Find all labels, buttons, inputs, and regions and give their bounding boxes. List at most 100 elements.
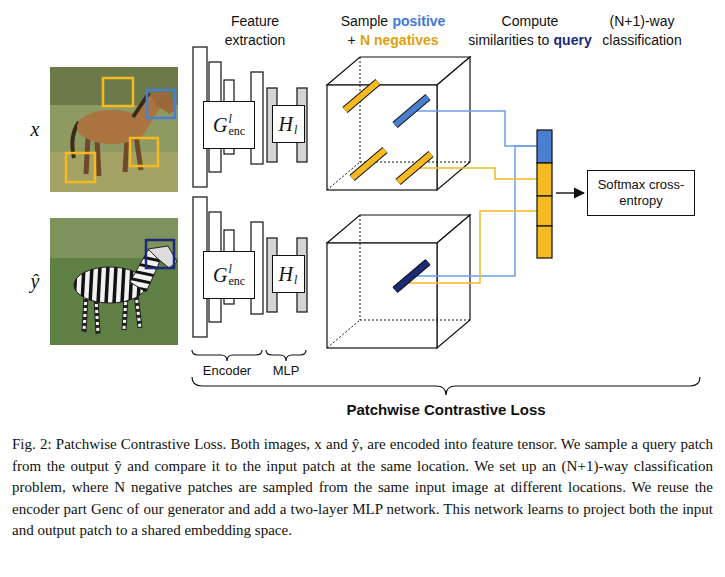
patch-rod [352,150,385,178]
box-text: Softmax cross-entropy [593,177,689,209]
part-name: Encoder [203,363,251,379]
zebra-photo [96,298,98,334]
column-heading: + [347,31,355,50]
zebra-photo [50,218,178,345]
horse-photo [66,153,95,182]
label-row: similarities toquery [460,31,600,50]
column-heading: Feature extraction [209,12,301,50]
index-stack: lenc [228,113,245,137]
similarity-wire [411,111,537,146]
zebra-photo [82,266,84,304]
feature-tensor [327,57,470,348]
label-row: (N+1)-way classification [587,12,697,50]
zebra-photo [74,266,140,304]
hidden-edges [360,215,361,320]
patch-rod [395,97,428,125]
zebra-photo [96,298,98,334]
label-row: MLP [266,363,306,379]
subscript: enc [228,275,245,287]
subscript: l [294,123,297,138]
logit-vector [537,130,552,258]
subscript: enc [228,125,245,137]
zebra-photo [128,270,166,278]
mlp-box: Hl [272,255,305,293]
zebra-photo [74,266,76,304]
zebra-photo [114,266,116,304]
horse-photo [50,67,178,192]
logit-vector [537,226,552,258]
column-heading: (N+1)-way classification [587,12,697,50]
patch-rod [398,154,431,182]
hidden-edges [360,57,361,162]
patch-rod [352,150,385,178]
zebra-photo [148,246,177,268]
label-row: Compute [460,12,600,31]
zebra-photo [98,266,100,304]
mlp-box: Hl [272,105,305,143]
feature-tensor [437,57,470,190]
label-row: + N negatives [318,31,468,50]
horse-photo [86,138,88,174]
patch-rod [345,82,431,290]
patch-rod [345,82,378,110]
label-row: Encoder [192,363,262,379]
zebra-photo [128,278,166,286]
feature-tensor [327,85,437,190]
logit-vector [537,196,552,226]
zebra-photo [84,296,86,332]
zebra-photo [136,294,140,328]
brace [192,377,700,395]
label-row: x [20,118,50,140]
label-row: Samplepositive [318,12,468,31]
column-heading: Compute [502,12,559,31]
symbol: H [279,263,293,285]
brace [266,350,306,361]
index-stack: lenc [228,263,245,287]
logit-vector [537,130,552,163]
hidden-edges [360,320,470,321]
horse-photo [125,138,127,172]
image-label: ŷ [31,270,40,292]
similarity-wire [405,111,537,283]
horse-photo [103,78,133,106]
logit-vector [537,163,552,196]
mlp-bars [267,88,307,312]
zebra-photo [122,266,124,304]
subscript: l [294,273,297,288]
horse-photo [147,90,175,118]
horse-photo [50,67,178,192]
horse-photo [97,140,99,176]
zebra-photo [136,294,140,328]
patch-rod [395,262,428,290]
patch-rod [395,262,428,290]
horse-photo [130,138,158,166]
feature-tensor [327,243,437,348]
arrow [556,192,584,193]
label-row: ŷ [20,270,50,292]
label-row: Patchwise Contrastive Loss [296,400,596,419]
zebra-photo [106,266,108,304]
zebra-photo [50,218,178,345]
similarity-wire [405,211,537,283]
part-name: MLP [273,363,300,379]
symbol: G [213,114,227,136]
zebra-photo [146,240,174,268]
column-heading: positive [392,12,445,31]
image-label: x [31,118,40,140]
feature-tensor [437,215,470,348]
patch-rod [395,97,428,125]
label-row: Feature extraction [209,12,301,50]
similarity-wire [414,168,537,179]
figure-caption: Fig. 2: Patchwise Contrastive Loss. Both… [12,434,713,542]
symbol: G [213,264,227,286]
hidden-edges [327,320,360,348]
process-box: Softmax cross-entropy [587,170,695,216]
section-title: Patchwise Contrastive Loss [346,400,545,419]
column-heading: N negatives [360,31,439,50]
brace [192,350,700,395]
superscript: l [228,263,245,275]
zebra-photo [128,286,166,294]
encoder-bars [193,47,263,337]
superscript: l [228,113,245,125]
